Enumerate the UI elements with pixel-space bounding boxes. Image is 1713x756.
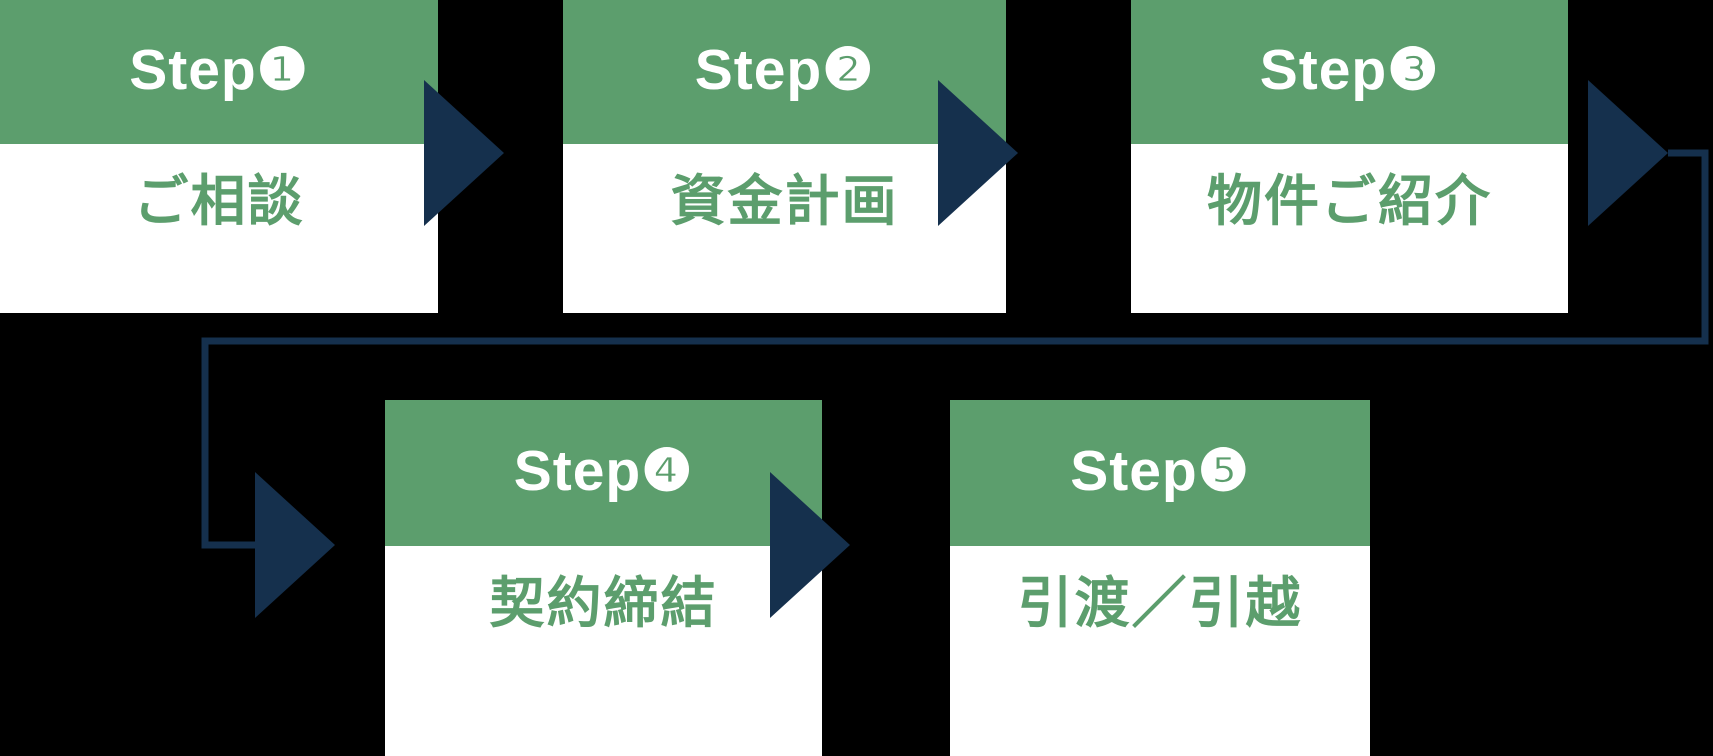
arrow-right-icon-step2-step3 xyxy=(938,80,1021,226)
step-card-5[interactable]: Step❺ 引渡／引越 xyxy=(950,400,1370,756)
step-card-2-header: Step❷ xyxy=(563,0,1006,144)
step-card-3[interactable]: Step❸ 物件ご紹介 xyxy=(1131,0,1568,313)
arrow-right-icon-step1-step2 xyxy=(424,80,507,226)
arrow-right-icon-step4-step5 xyxy=(770,472,853,618)
step-card-3-label: 物件ご紹介 xyxy=(1206,170,1492,232)
step-card-4-body: 契約締結 xyxy=(385,546,822,756)
step-card-5-header-label: Step❺ xyxy=(1070,438,1250,503)
step-card-1-body: ご相談 xyxy=(0,144,438,313)
step-card-2-header-label: Step❷ xyxy=(694,37,875,102)
step-card-3-header-label: Step❸ xyxy=(1259,37,1440,102)
step-card-1[interactable]: Step❶ ご相談 xyxy=(0,0,438,313)
step-card-5-body: 引渡／引越 xyxy=(950,546,1370,756)
step-card-2-label: 資金計画 xyxy=(670,170,899,232)
step-card-1-header: Step❶ xyxy=(0,0,438,144)
arrow-right-icon-wrap-step4 xyxy=(255,472,338,618)
step-card-5-label: 引渡／引越 xyxy=(1017,572,1303,634)
step-card-4-header: Step❹ xyxy=(385,400,822,546)
step-card-4-header-label: Step❹ xyxy=(513,438,694,503)
step-card-3-header: Step❸ xyxy=(1131,0,1568,144)
step-card-4[interactable]: Step❹ 契約締結 xyxy=(385,400,822,756)
step-card-4-label: 契約締結 xyxy=(489,572,718,634)
step-card-5-header: Step❺ xyxy=(950,400,1370,546)
step-card-1-header-label: Step❶ xyxy=(129,37,309,102)
step-card-1-label: ご相談 xyxy=(133,170,305,232)
step-card-3-body: 物件ご紹介 xyxy=(1131,144,1568,313)
arrow-right-icon-step3-wrap xyxy=(1588,80,1671,226)
